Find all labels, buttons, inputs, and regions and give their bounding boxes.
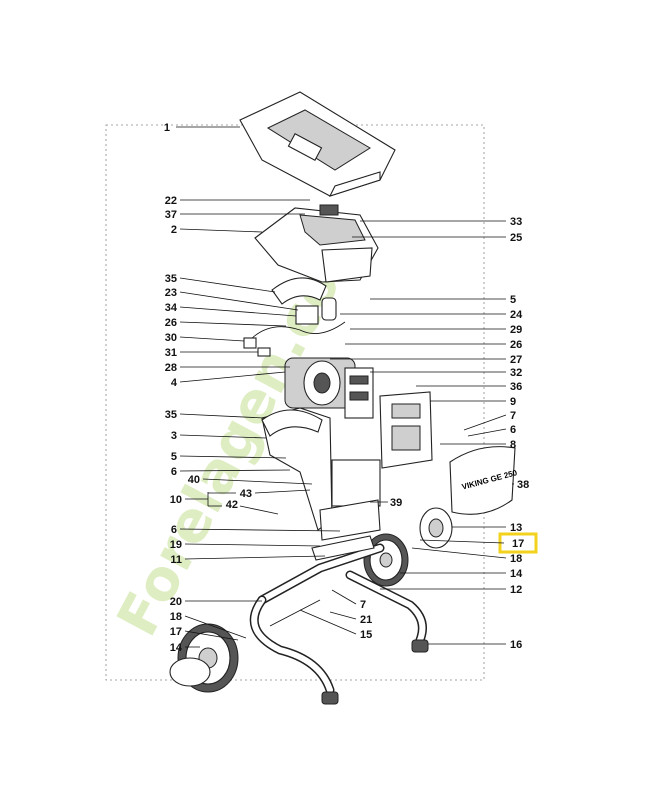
callout-1: 1: [164, 122, 170, 134]
part-hub-disc: [419, 507, 453, 549]
callout-29: 29: [510, 324, 522, 336]
part-switch: [295, 305, 319, 325]
callouts-right: 33 25 5 24 29 26 27 32 36 9 7 6 8 38 39 …: [299, 216, 538, 651]
callout-39: 39: [390, 497, 402, 509]
assembly-frame: [105, 124, 485, 681]
callout-17-left: 17: [170, 626, 182, 638]
callout-6-right: 6: [510, 424, 516, 436]
part-cable-harness: [249, 321, 346, 341]
callout-4: 4: [171, 377, 178, 389]
part-frame: [249, 535, 429, 705]
callout-2: 2: [171, 224, 177, 236]
callout-5-left: 5: [171, 451, 177, 463]
callout-7-right: 7: [510, 410, 516, 422]
callout-25: 25: [510, 232, 522, 244]
callout-11: 11: [170, 554, 182, 566]
part-shield-lower: [261, 409, 323, 437]
callout-10: 10: [170, 494, 182, 506]
callout-22: 22: [165, 195, 177, 207]
callouts-left: 1 22 37 2 35 23 34 26 30 31 28 4 35 3 5 …: [164, 122, 341, 654]
part-hub-cap: [169, 657, 211, 687]
callout-7-lower: 7: [360, 599, 366, 611]
callout-35-upper: 35: [165, 273, 177, 285]
callout-28: 28: [165, 362, 177, 374]
part-connector: [243, 337, 257, 349]
callout-42: 42: [226, 499, 238, 511]
callout-27: 27: [510, 354, 522, 366]
callout-26-right: 26: [510, 339, 522, 351]
callout-18-right: 18: [510, 553, 522, 565]
callout-16: 16: [510, 639, 522, 651]
callout-8: 8: [510, 439, 516, 451]
callout-32: 32: [510, 367, 522, 379]
callout-40: 40: [188, 474, 200, 486]
callout-12: 12: [510, 584, 522, 596]
callout-43: 43: [240, 488, 252, 500]
callout-14-right: 14: [510, 568, 523, 580]
callout-36: 36: [510, 381, 522, 393]
part-hopper-top: [239, 91, 396, 197]
callout-35-lower: 35: [165, 409, 177, 421]
callout-3: 3: [171, 430, 177, 442]
callout-31: 31: [165, 347, 177, 359]
callout-24: 24: [510, 309, 523, 321]
callout-14-left: 14: [170, 642, 183, 654]
callout-6-lower: 6: [171, 524, 177, 536]
callout-6-left: 6: [171, 466, 177, 478]
callout-20: 20: [170, 596, 182, 608]
callout-21: 21: [360, 614, 372, 626]
part-side-cover: VIKING GE 250: [449, 446, 519, 515]
part-switch-panel: [379, 391, 433, 469]
part-foot-right: [411, 639, 429, 653]
callout-15: 15: [360, 629, 372, 641]
part-capacitor: [321, 297, 337, 321]
callout-26-left: 26: [165, 317, 177, 329]
callout-19: 19: [170, 539, 182, 551]
callout-33: 33: [510, 216, 522, 228]
part-shield-upper: [271, 277, 327, 305]
callout-23: 23: [165, 287, 177, 299]
callout-30: 30: [165, 332, 177, 344]
part-connector-2: [257, 347, 271, 357]
callout-13: 13: [510, 522, 522, 534]
callout-38: 38: [517, 479, 529, 491]
callout-9: 9: [510, 396, 516, 408]
callout-18-left: 18: [170, 611, 182, 623]
callout-17-right: 17: [512, 538, 524, 550]
callout-37: 37: [165, 209, 177, 221]
callout-5-right: 5: [510, 294, 516, 306]
callout-34: 34: [165, 302, 178, 314]
part-housing-top: [254, 204, 379, 283]
part-motor: [284, 357, 374, 419]
part-housing-lower: [261, 407, 381, 541]
part-foot-left: [321, 691, 339, 705]
